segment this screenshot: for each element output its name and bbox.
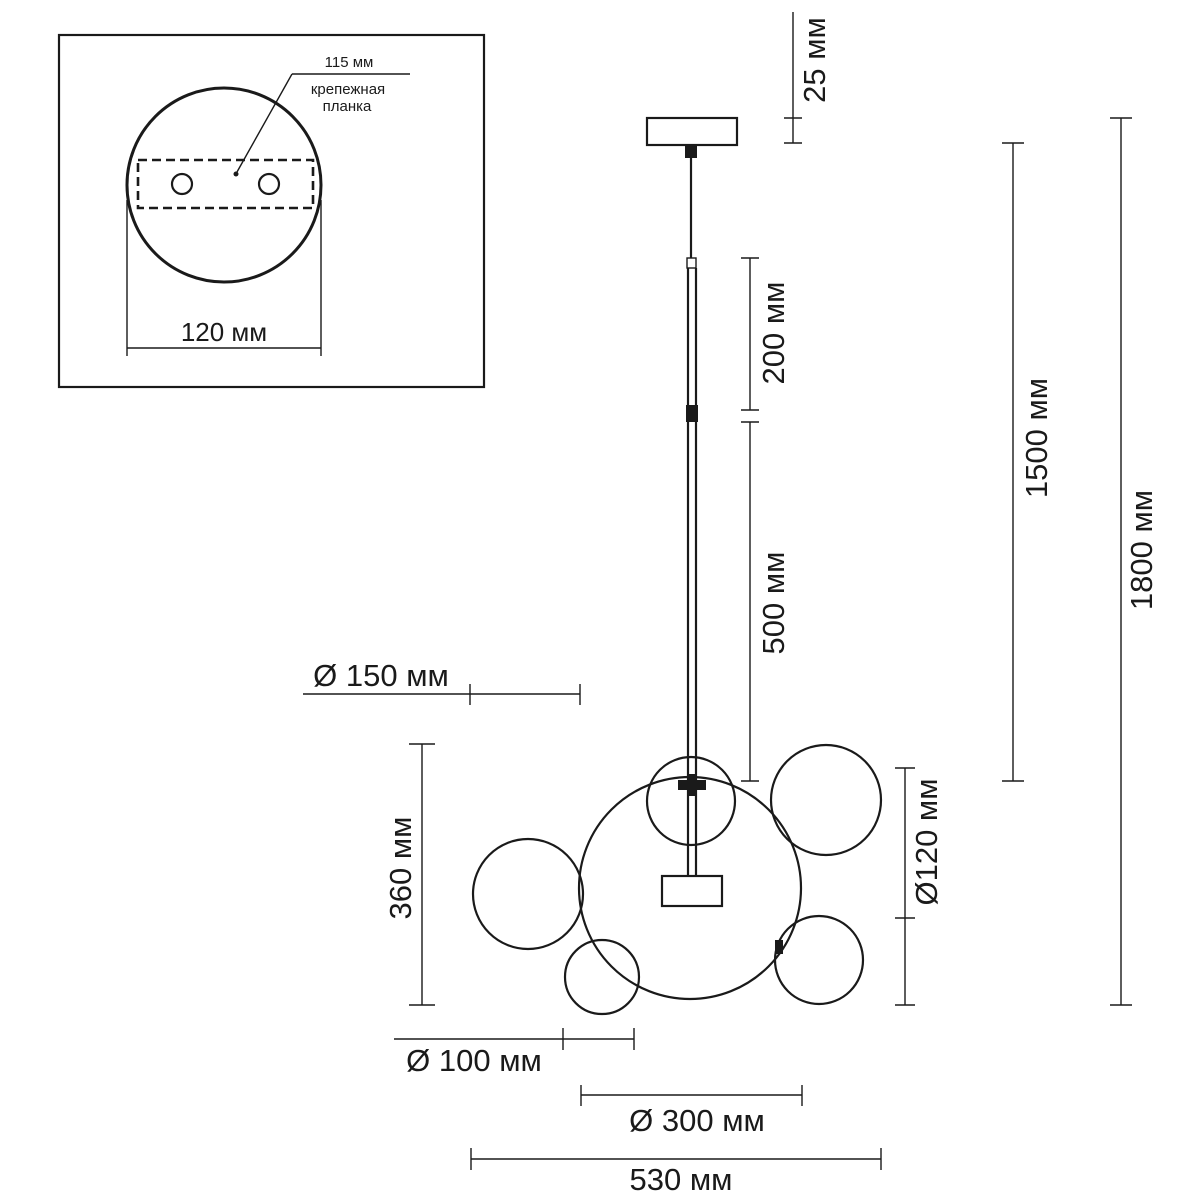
side-socket bbox=[775, 940, 783, 954]
dim-25-label: 25 мм bbox=[797, 17, 832, 103]
sphere-100-bottom-left bbox=[563, 938, 641, 1016]
dimension-360: 360 мм bbox=[383, 743, 435, 1006]
inset-frame bbox=[57, 33, 486, 389]
dimension-200: 200 мм bbox=[741, 257, 791, 411]
dimension-500: 500 мм bbox=[741, 421, 791, 782]
dimension-dia-100: Ø 100 мм bbox=[394, 1028, 635, 1078]
dim-1500-label: 1500 мм bbox=[1019, 378, 1054, 498]
dim-500-label: 500 мм bbox=[756, 552, 791, 655]
dimension-dia-120: Ø120 мм bbox=[895, 767, 944, 1006]
central-sphere-300 bbox=[577, 775, 803, 1001]
lamp-elevation bbox=[471, 116, 883, 1016]
hub-horizontal bbox=[678, 780, 706, 790]
inset-width-label: 120 мм bbox=[181, 317, 267, 347]
dimension-1800: 1800 мм bbox=[1110, 117, 1159, 1006]
rod-connector bbox=[686, 257, 697, 269]
bracket-leader-line bbox=[236, 73, 293, 173]
dim-200-label: 200 мм bbox=[756, 282, 791, 385]
bracket-label-line1: крепежная bbox=[311, 81, 385, 98]
dimension-dia-150: Ø 150 мм bbox=[303, 658, 581, 705]
dim-1800-label: 1800 мм bbox=[1124, 490, 1159, 610]
canopy-plate-circle bbox=[125, 86, 323, 284]
ceiling-canopy bbox=[645, 116, 739, 147]
sphere-150-left bbox=[471, 837, 585, 951]
sphere-bottom-right bbox=[773, 914, 865, 1006]
dim-530-label: 530 мм bbox=[630, 1162, 733, 1197]
screw-hole-left bbox=[170, 172, 194, 196]
dimension-1500: 1500 мм bbox=[1002, 142, 1054, 782]
dimension-530: 530 мм bbox=[470, 1148, 882, 1197]
mounting-bracket bbox=[136, 158, 315, 210]
sphere-120-right-top bbox=[769, 743, 883, 857]
dim-150-label: Ø 150 мм bbox=[313, 658, 449, 693]
rod-joint bbox=[686, 405, 698, 422]
dim-360-label: 360 мм bbox=[383, 817, 418, 920]
bracket-center-dot bbox=[233, 171, 239, 177]
dimension-dia-300: Ø 300 мм bbox=[580, 1085, 803, 1138]
dim-300-label: Ø 300 мм bbox=[629, 1103, 765, 1138]
canopy-top-view-inset: 115 мм крепежная планка 120 мм bbox=[57, 33, 486, 389]
cord-grip bbox=[685, 145, 697, 158]
dimension-25: 25 мм bbox=[784, 12, 832, 144]
dim-100-label: Ø 100 мм bbox=[406, 1043, 542, 1078]
plate-label: 115 мм bbox=[325, 54, 374, 71]
inner-lamp-holder bbox=[660, 874, 724, 908]
dim-120-label: Ø120 мм bbox=[909, 778, 944, 905]
top-sphere bbox=[645, 755, 737, 847]
bracket-label-line2: планка bbox=[323, 98, 372, 115]
screw-hole-right bbox=[257, 172, 281, 196]
